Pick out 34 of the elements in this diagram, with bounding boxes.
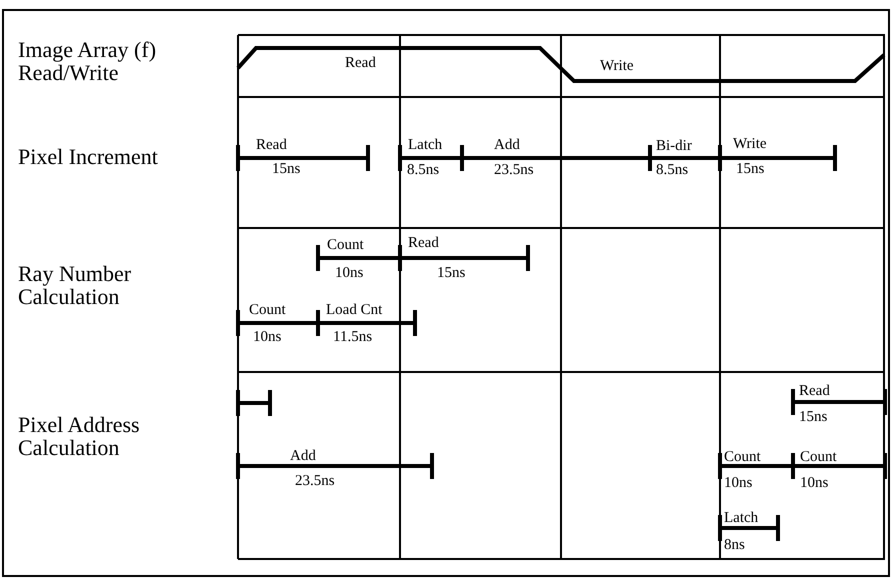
duration-label: 10ns <box>800 475 828 492</box>
duration-label: 10ns <box>724 475 752 492</box>
duration-label: 8.5ns <box>407 162 440 178</box>
duration-label: 10ns <box>335 265 364 282</box>
duration-label: 15ns <box>736 161 764 178</box>
duration-label: 8.5ns <box>656 162 688 178</box>
operation-label: Read <box>256 137 287 154</box>
duration-label: 15ns <box>437 265 466 282</box>
operation-label: Count <box>800 449 837 466</box>
operation-label: Latch <box>724 510 758 526</box>
operation-label: Add <box>494 137 520 154</box>
operation-label: Bi-dir <box>656 138 692 154</box>
operation-label: Read <box>799 383 830 400</box>
operation-label: Read <box>408 235 439 252</box>
row-label: Pixel Address Calculation <box>18 413 141 460</box>
operation-label: Count <box>724 449 761 466</box>
row-label: Pixel Increment <box>18 145 159 168</box>
row-label: Ray Number Calculation <box>18 262 132 308</box>
operation-label: Load Cnt <box>326 302 382 318</box>
row-label: Image Array (f) Read/Write <box>18 38 158 84</box>
duration-label: 8ns <box>724 537 745 554</box>
duration-label: 15ns <box>272 161 300 178</box>
operation-label: Count <box>327 237 364 254</box>
operation-label: Latch <box>408 137 442 154</box>
signal-label: Write <box>600 58 634 74</box>
operation-label: Count <box>249 302 286 318</box>
operation-label: Add <box>290 448 316 464</box>
duration-label: 23.5ns <box>494 162 534 178</box>
signal-label: Read <box>345 55 376 72</box>
operation-label: Write <box>733 136 767 152</box>
duration-label: 10ns <box>253 329 282 346</box>
duration-label: 15ns <box>799 409 828 426</box>
duration-label: 23.5ns <box>295 473 335 490</box>
duration-label: 11.5ns <box>333 329 372 346</box>
